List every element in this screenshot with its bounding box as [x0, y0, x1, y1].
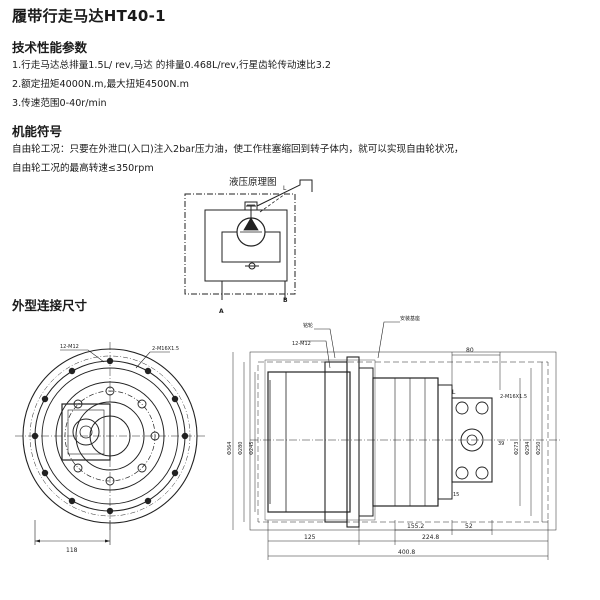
dia-left-280: Φ280 — [238, 442, 244, 455]
label-mount: 安装基座 — [400, 315, 420, 322]
port-b-label: B — [283, 297, 288, 304]
function-line-1: 自由轮工况：只要在外泄口(入口)注入2bar压力油，使工作柱塞缩回到转子体内，就… — [12, 144, 464, 155]
page-title: 履带行走马达HT40-1 — [12, 7, 166, 25]
dim-52: 52 — [465, 523, 473, 530]
dim-39: 39 — [498, 441, 504, 447]
dim-125: 125 — [304, 534, 316, 541]
front-dim-118: 118 — [66, 547, 78, 554]
front-thread-right: 2-M16X1.5 — [152, 346, 179, 352]
dia-left-364: Φ364 — [227, 442, 233, 455]
dia-right-250: Φ250 — [536, 442, 542, 455]
front-thread-left: 12-M12 — [60, 344, 79, 350]
dim-400-8: 400.8 — [398, 549, 415, 556]
spec-heading: 技术性能参数 — [12, 40, 88, 55]
function-heading: 机能符号 — [12, 124, 63, 139]
dim-224-8: 224.8 — [422, 534, 439, 541]
dim-80: 80 — [466, 347, 474, 354]
side-port-l: L — [452, 389, 456, 396]
outline-heading: 外型连接尺寸 — [12, 298, 88, 313]
hydraulic-caption: 液压原理图 — [229, 177, 277, 188]
port-a-label: A — [219, 308, 224, 315]
dia-right-294: Φ294 — [525, 442, 531, 455]
side-thread-top: 12-M12 — [292, 341, 311, 347]
spec-item-3: 3.传速范围0-40r/min — [12, 98, 107, 109]
dia-right-273: Φ273 — [514, 442, 520, 455]
spec-item-2: 2.额定扭矩4000N.m,最大扭矩4500N.m — [12, 79, 189, 90]
spec-item-1: 1.行走马达总排量1.5L/ rev,马达 的排量0.468L/rev,行星齿轮… — [12, 60, 331, 71]
dia-left-245: Φ245 — [249, 442, 255, 455]
port-l-label: L — [283, 185, 287, 192]
function-line-2: 自由轮工况的最高转速≤350rpm — [12, 163, 154, 174]
dim-15: 15 — [453, 492, 459, 498]
label-tyre: 铭轮 — [303, 322, 313, 329]
side-thread-right: 2-M16X1.5 — [500, 394, 527, 400]
dim-155-2: 155.2 — [407, 523, 424, 530]
